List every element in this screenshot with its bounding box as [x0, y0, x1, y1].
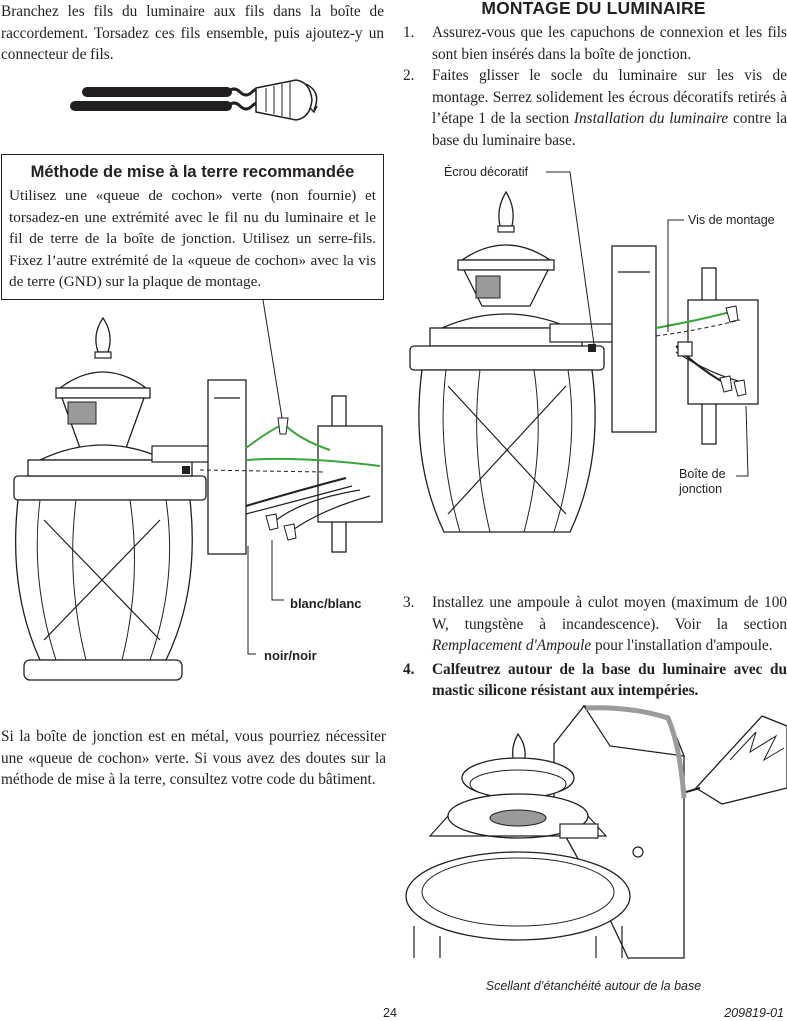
metal-box-note: Si la boîte de jonction est en métal, vo… — [1, 728, 386, 788]
wire-twist-illustration — [70, 79, 318, 121]
step-3: 3.Installez une ampoule à culot moyen (m… — [403, 594, 787, 654]
wiring-diagram — [13, 299, 383, 681]
figure-caption: Scellant d’étanchéité autour de la base — [485, 979, 702, 993]
mounting-screws-label: Vis de montage — [688, 213, 775, 227]
black-wire-label: noir/noir — [264, 648, 317, 663]
grounding-method-box: Méthode de mise à la terre recommandée U… — [1, 154, 384, 300]
step-1: 1.Assurez-vous que les capuchons de conn… — [403, 24, 787, 63]
mounting-diagram — [409, 171, 759, 533]
section-title: MONTAGE DU LUMINAIRE — [481, 0, 706, 18]
step-4: 4.Calfeutrez autour de la base du lumina… — [403, 660, 787, 700]
grounding-method-title: Méthode de mise à la terre recommandée — [30, 163, 355, 181]
sealant-illustration — [405, 705, 787, 959]
page-number: 24 — [383, 1006, 397, 1020]
intro-paragraph: Branchez les fils du luminaire aux fils … — [1, 3, 384, 63]
document-number: 209819-01 — [724, 1006, 784, 1020]
step-2: 2.Faites glisser le socle du luminaire s… — [403, 67, 787, 149]
steps-list-b: 3.Installez une ampoule à culot moyen (m… — [400, 592, 787, 704]
steps-list-a: 1.Assurez-vous que les capuchons de conn… — [400, 22, 787, 151]
junction-box-label: Boîte de jonction — [679, 467, 726, 496]
grounding-method-text: Utilisez une «queue de cochon» verte (no… — [9, 187, 376, 290]
white-wire-label: blanc/blanc — [290, 596, 362, 611]
decorative-nut-label: Écrou décoratif — [444, 165, 529, 179]
